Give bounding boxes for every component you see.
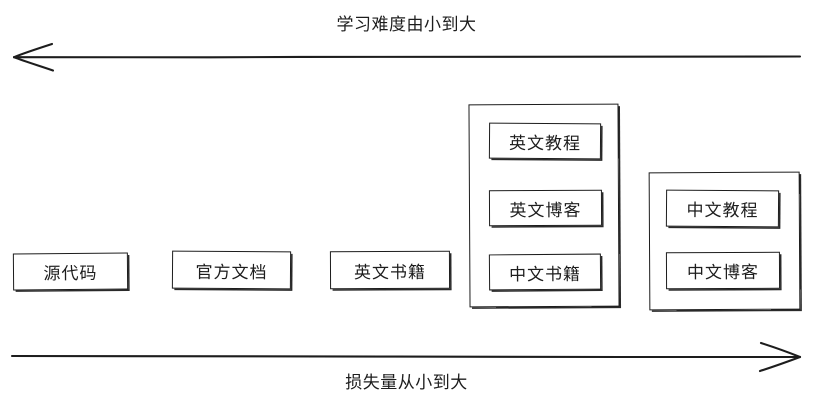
node-source-code[interactable]: 源代码 (12, 252, 129, 291)
node-english-tutorial[interactable]: 英文教程 (488, 122, 602, 160)
bottom-axis-label: 损失量从小到大 (345, 373, 468, 393)
node-label: 中文教程 (686, 200, 759, 222)
arrow-left-icon (12, 42, 802, 72)
node-label: 英文教程 (508, 133, 582, 154)
node-label: 中文书籍 (508, 264, 582, 285)
top-axis-label: 学习难度由小到大 (336, 15, 477, 35)
arrow-right-icon (10, 341, 802, 373)
node-english-books[interactable]: 英文书籍 (329, 250, 451, 290)
node-chinese-blog[interactable]: 中文博客 (665, 251, 781, 290)
node-official-docs[interactable]: 官方文档 (171, 250, 292, 290)
node-label: 中文博客 (686, 262, 760, 284)
node-chinese-tutorial[interactable]: 中文教程 (665, 189, 780, 228)
node-english-blog[interactable]: 英文博客 (488, 189, 603, 227)
node-label: 源代码 (43, 263, 98, 285)
node-label: 官方文档 (195, 262, 268, 283)
node-label: 英文书籍 (353, 262, 427, 283)
node-chinese-books[interactable]: 中文书籍 (488, 253, 602, 291)
node-label: 英文博客 (509, 200, 582, 221)
